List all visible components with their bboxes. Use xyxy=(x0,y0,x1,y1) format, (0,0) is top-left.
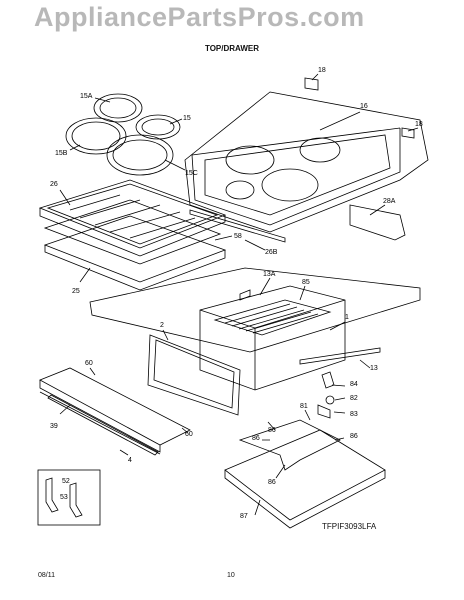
svg-text:26B: 26B xyxy=(265,249,278,256)
svg-text:13A: 13A xyxy=(263,271,276,278)
surface-element-15b xyxy=(65,117,127,155)
svg-text:39: 39 xyxy=(50,423,58,430)
drawer-front-4 xyxy=(39,367,191,455)
svg-text:25: 25 xyxy=(72,288,80,295)
surface-element-15a xyxy=(93,93,143,123)
switch-84-82-83 xyxy=(317,371,335,419)
drawer-handle-39 xyxy=(47,394,159,456)
svg-text:18: 18 xyxy=(415,121,423,128)
leveler-52-53 xyxy=(45,477,83,518)
slide-rail-13 xyxy=(299,347,381,365)
svg-text:87: 87 xyxy=(240,513,248,520)
inset-box xyxy=(37,469,101,526)
svg-text:15B: 15B xyxy=(55,150,68,157)
svg-text:15: 15 xyxy=(183,115,191,122)
header: AppliancePartsPros.com TOP/DRAWER xyxy=(0,0,464,58)
footer-date: 08/11 xyxy=(38,572,55,579)
svg-text:86: 86 xyxy=(252,435,260,442)
svg-text:86: 86 xyxy=(350,433,358,440)
svg-text:28A: 28A xyxy=(383,198,396,205)
surface-element-15 xyxy=(135,114,181,140)
svg-text:60: 60 xyxy=(85,360,93,367)
svg-text:86: 86 xyxy=(268,479,276,486)
svg-text:81: 81 xyxy=(300,403,308,410)
svg-text:84: 84 xyxy=(350,381,358,388)
svg-text:15C: 15C xyxy=(185,170,198,177)
svg-text:2: 2 xyxy=(160,322,164,329)
section-title: TOP/DRAWER xyxy=(204,44,260,53)
drawer-section-outline xyxy=(89,267,421,353)
svg-text:26: 26 xyxy=(50,181,58,188)
drawer-body xyxy=(199,285,346,391)
svg-text:86: 86 xyxy=(268,427,276,434)
svg-text:83: 83 xyxy=(350,411,358,418)
pan-25 xyxy=(43,215,227,291)
drawer-front-panel xyxy=(147,334,241,416)
svg-text:58: 58 xyxy=(234,233,242,240)
svg-text:85: 85 xyxy=(302,279,310,286)
svg-text:13: 13 xyxy=(370,365,378,372)
footer-page-number: 10 xyxy=(227,572,235,579)
cooktop-glass-top xyxy=(184,91,429,233)
svg-text:53: 53 xyxy=(60,494,68,501)
bracket-28a xyxy=(349,204,406,241)
insulation-58 xyxy=(43,199,222,265)
svg-text:82: 82 xyxy=(350,395,358,402)
svg-text:18: 18 xyxy=(318,67,326,74)
reference-code: TFPIF3093LFA xyxy=(322,522,377,531)
svg-text:4: 4 xyxy=(128,457,132,464)
surface-element-15c xyxy=(106,134,174,176)
drawer-element-86 xyxy=(238,419,341,471)
trim-strip-26b xyxy=(189,209,286,243)
svg-text:16: 16 xyxy=(360,103,368,110)
watermark: AppliancePartsPros.com xyxy=(34,2,365,32)
top-frame-26 xyxy=(38,179,227,257)
drawer-bottom-87 xyxy=(224,429,386,529)
svg-text:1: 1 xyxy=(345,314,349,321)
svg-text:60: 60 xyxy=(185,431,193,438)
svg-text:15A: 15A xyxy=(80,93,93,100)
bracket-18-left xyxy=(304,77,319,91)
callout-labels: 18 16 18 15A 15 15B 15C 26 28A 58 26B 25… xyxy=(50,67,423,520)
svg-text:52: 52 xyxy=(62,478,70,485)
bracket-18-right xyxy=(401,127,415,139)
